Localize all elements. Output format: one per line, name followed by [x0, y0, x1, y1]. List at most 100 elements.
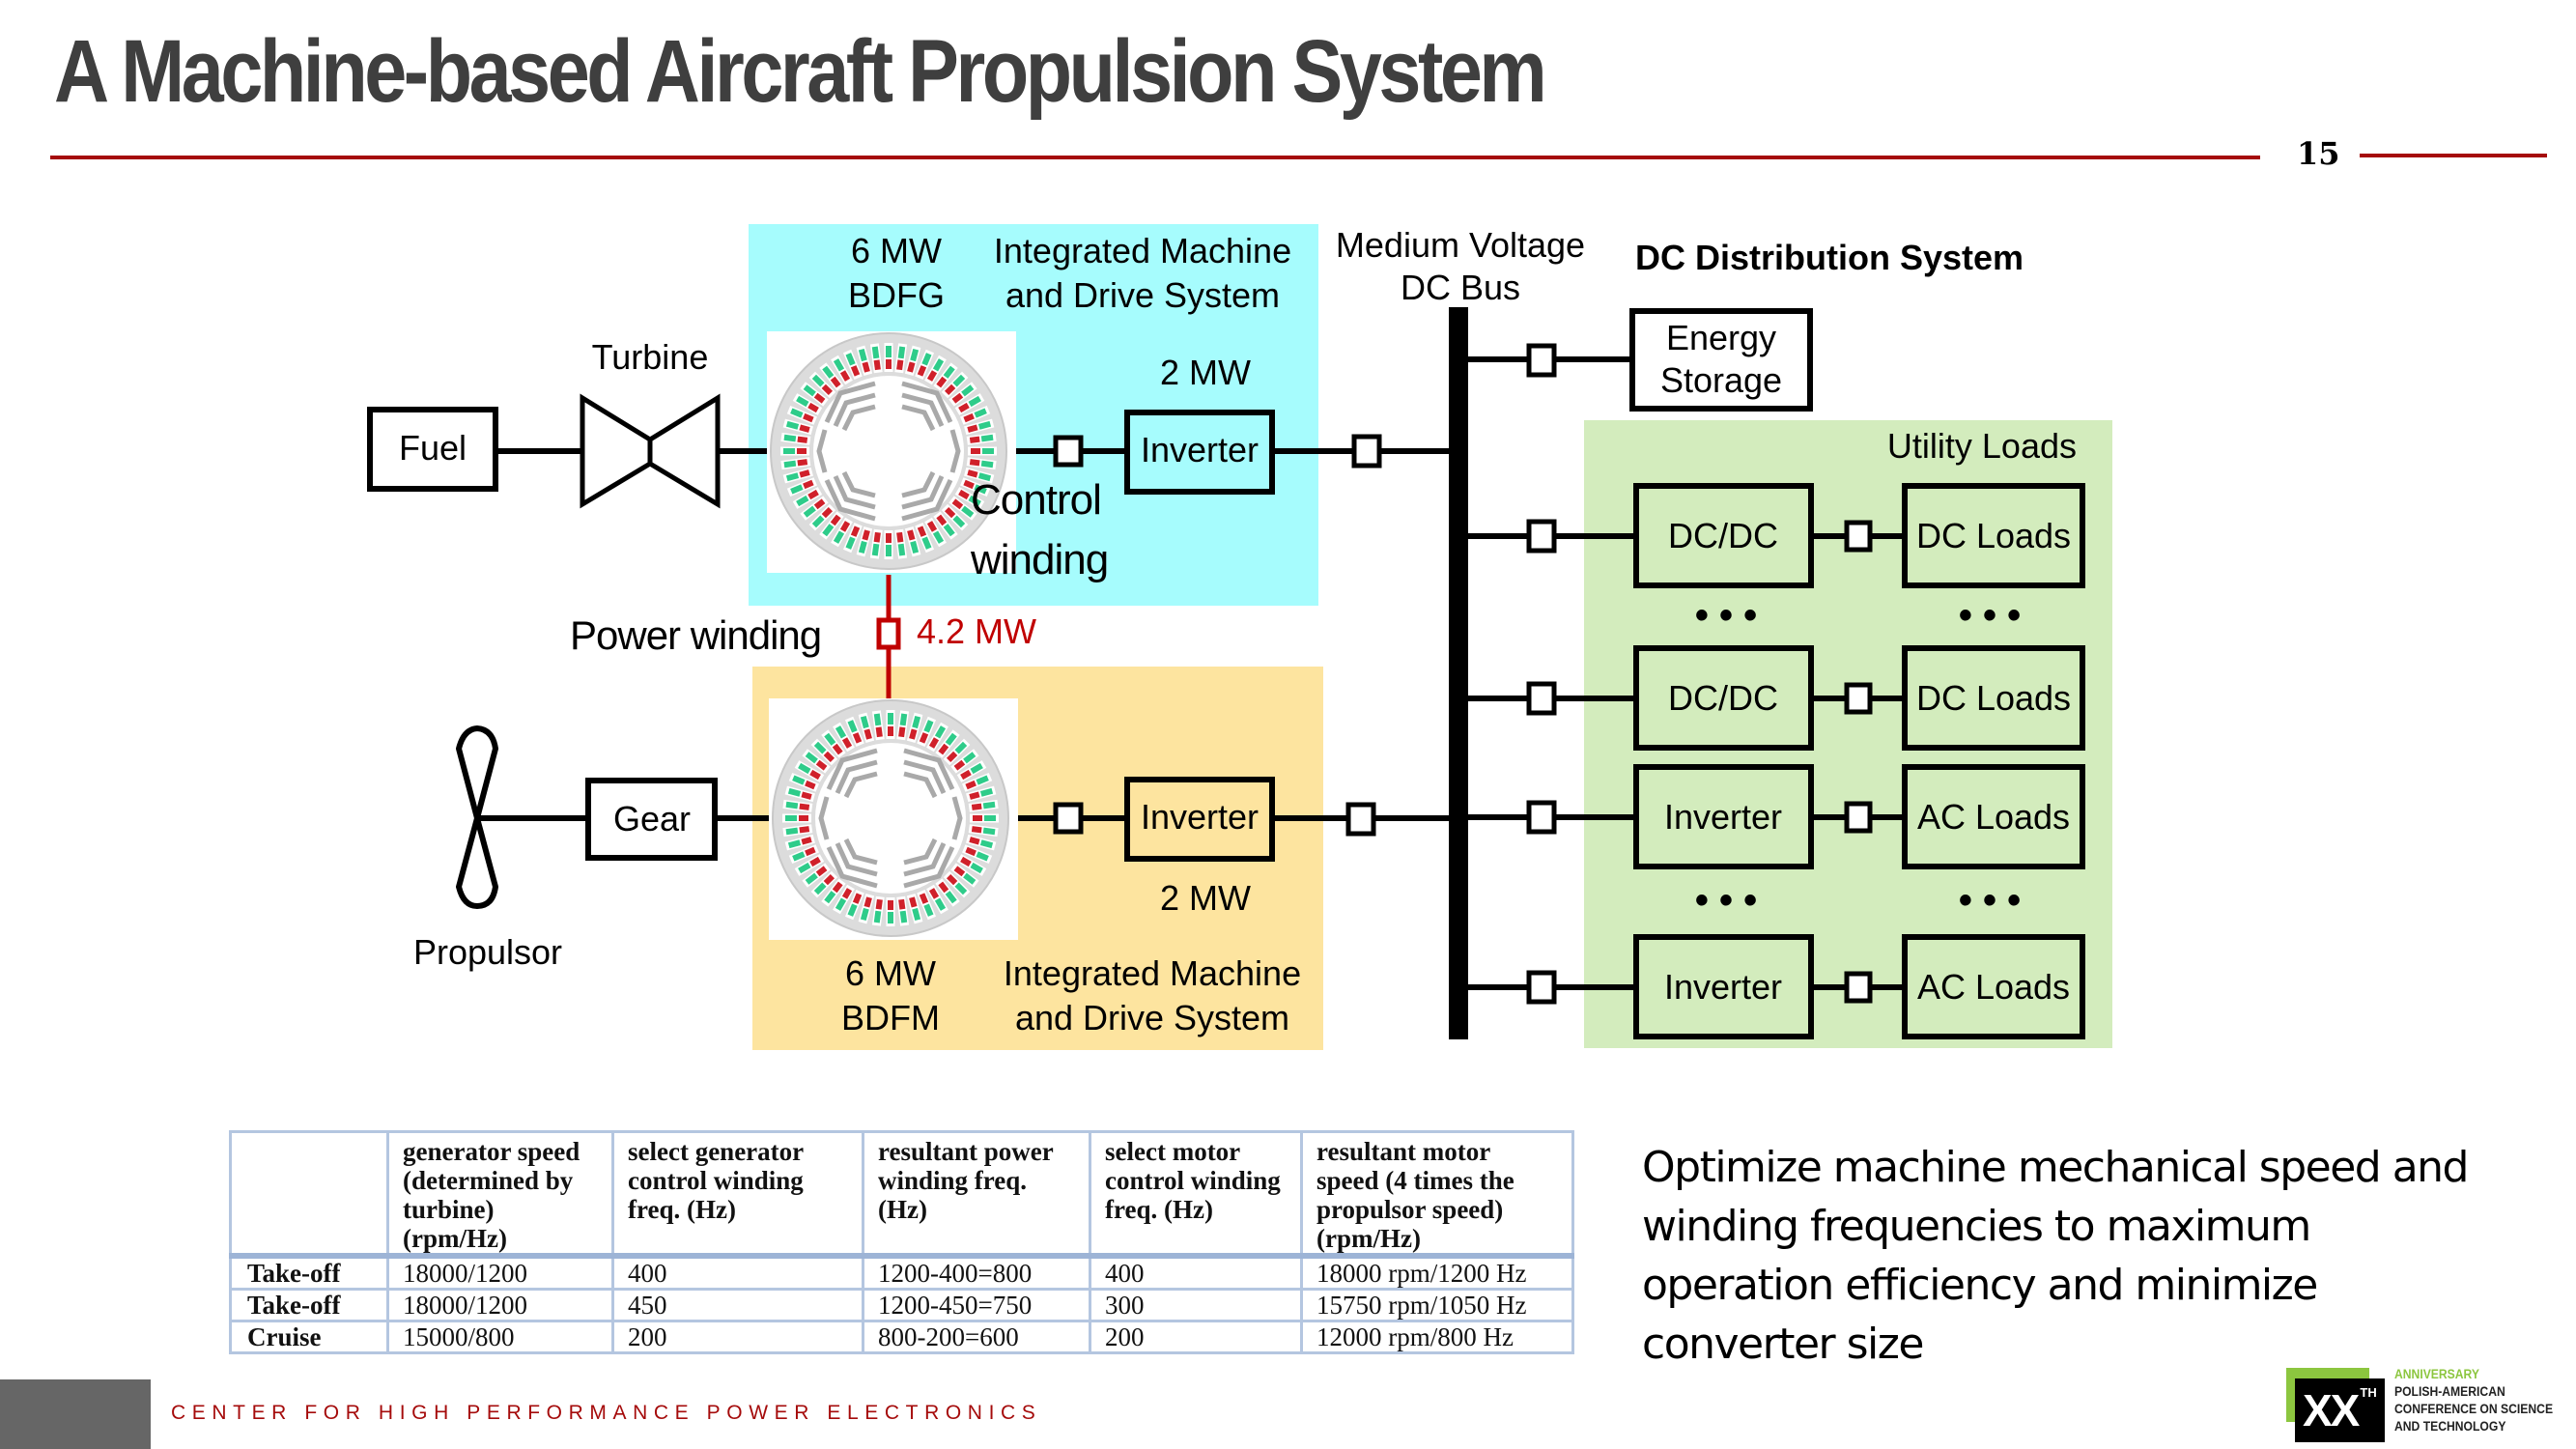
turbine-icon	[580, 393, 721, 509]
table-cell: Take-off	[229, 1288, 389, 1322]
table-header-cell: resultant power winding freq. (Hz)	[862, 1130, 1091, 1258]
propulsor-label: Propulsor	[413, 932, 562, 972]
table-row: Take-off 18000/1200 400 1200-400=800 400…	[229, 1254, 1574, 1291]
load-row: Inverter AC Loads	[1468, 934, 2085, 1039]
page-number: 15	[2297, 135, 2340, 172]
table-cell: 200	[1089, 1320, 1303, 1354]
energy-storage-label-1: Energy	[1666, 318, 1776, 357]
logo-mark-text: XX	[2303, 1385, 2360, 1435]
generator-stator-icon	[771, 333, 1006, 569]
power-winding-rating: 4.2 MW	[917, 611, 1036, 651]
logo-line-2: POLISH-AMERICAN	[2394, 1384, 2505, 1399]
ellipsis-converters-1: • • •	[1695, 594, 1757, 637]
load-breaker	[1844, 801, 1873, 834]
table-cell: 200	[611, 1320, 864, 1354]
table-cell: 1200-400=800	[862, 1254, 1091, 1291]
table-header-cell	[229, 1130, 389, 1258]
footer-organization: CENTER FOR HIGH PERFORMANCE POWER ELECTR…	[171, 1402, 1042, 1424]
propulsion-system-diagram: 6 MW BDFG Integrated Machine and Drive S…	[367, 224, 2112, 1050]
fuel-label: Fuel	[399, 428, 467, 468]
logo-line-3: CONFERENCE ON SCIENCE	[2394, 1402, 2554, 1416]
motor-system-label-1: Integrated Machine	[1004, 953, 1301, 993]
fuel-block	[367, 407, 498, 492]
table-cell: 12000 rpm/800 Hz	[1300, 1320, 1574, 1354]
table-cell: 18000 rpm/1200 Hz	[1300, 1254, 1574, 1291]
energy-storage-label-2: Storage	[1660, 360, 1782, 400]
logo-line-4: AND TECHNOLOGY	[2394, 1419, 2506, 1434]
table-header-cell: resultant motor speed (4 times the propu…	[1300, 1130, 1574, 1258]
utility-loads-title: Utility Loads	[1887, 426, 2077, 466]
motor-system-label-2: and Drive System	[1015, 998, 1289, 1037]
table-cell: Take-off	[229, 1254, 389, 1291]
converter-label: Inverter	[1664, 797, 1782, 837]
load-breaker	[1844, 520, 1873, 553]
motor-breaker	[1053, 802, 1084, 835]
operating-points-table: generator speed (determined by turbine) …	[229, 1130, 1574, 1354]
ellipsis-loads-1: • • •	[1959, 594, 2021, 637]
load-row: DC/DC DC Loads	[1468, 483, 2085, 588]
title-divider	[50, 156, 2260, 159]
slide-title: A Machine-based Aircraft Propulsion Syst…	[54, 22, 1547, 121]
motor-inverter-label: Inverter	[1141, 797, 1259, 837]
optimization-note: Optimize machine mechanical speed and wi…	[1642, 1143, 2470, 1369]
generator-breaker	[1053, 435, 1084, 468]
gear-label: Gear	[613, 799, 691, 838]
table-row: Take-off 18000/1200 450 1200-450=750 300…	[229, 1288, 1574, 1322]
generator-system-label-2: and Drive System	[1005, 275, 1280, 315]
control-winding-label-2: winding	[970, 536, 1108, 583]
generator-system-label-1: Integrated Machine	[994, 231, 1291, 270]
table-header-cell: select generator control winding freq. (…	[611, 1130, 864, 1258]
load-feeder-breaker	[1526, 519, 1557, 554]
load-block	[1902, 645, 2085, 751]
control-winding-label-1: Control	[971, 476, 1101, 524]
table-header-cell: generator speed (determined by turbine) …	[386, 1130, 614, 1258]
load-breaker	[1844, 682, 1873, 715]
table-cell: 400	[611, 1254, 864, 1291]
logo-text: ANNIVERSARY POLISH-AMERICAN CONFERENCE O…	[2394, 1366, 2553, 1435]
table-header-cell: select motor control winding freq. (Hz)	[1089, 1130, 1303, 1258]
load-label: DC Loads	[1916, 516, 2071, 555]
load-feeder-breaker	[1526, 970, 1557, 1005]
load-feeder-breaker	[1526, 800, 1557, 835]
load-block	[1902, 483, 2085, 588]
generator-rating: 6 MW	[851, 231, 942, 270]
generator-bus-breaker	[1351, 434, 1382, 469]
converter-label: Inverter	[1664, 967, 1782, 1007]
load-label: AC Loads	[1917, 967, 2070, 1007]
table-cell: 18000/1200	[386, 1254, 614, 1291]
table-cell: Cruise	[229, 1320, 389, 1354]
table-header-row: generator speed (determined by turbine) …	[229, 1130, 1574, 1258]
motor-inverter-rating: 2 MW	[1160, 878, 1251, 918]
utility-loads-region	[1584, 420, 2112, 1048]
table-cell: 450	[611, 1288, 864, 1322]
dc-bus-label-1: Medium Voltage	[1336, 225, 1585, 265]
table-cell: 400	[1089, 1254, 1303, 1291]
load-block	[1902, 934, 2085, 1039]
table-cell: 15000/800	[386, 1320, 614, 1354]
table-cell: 800-200=600	[862, 1320, 1091, 1354]
generator-inverter-label: Inverter	[1141, 430, 1259, 469]
load-feeder-breaker	[1526, 681, 1557, 716]
table-cell: 18000/1200	[386, 1288, 614, 1322]
power-winding-label: Power winding	[570, 612, 821, 658]
page-number-divider	[2360, 154, 2547, 157]
converter-label: DC/DC	[1668, 678, 1778, 718]
dc-distribution-title: DC Distribution System	[1635, 238, 2024, 277]
load-block	[1902, 764, 2085, 869]
load-label: AC Loads	[1917, 797, 2070, 837]
load-row: Inverter AC Loads	[1468, 764, 2085, 869]
converter-label: DC/DC	[1668, 516, 1778, 555]
turbine-label: Turbine	[592, 337, 709, 377]
ellipsis-converters-2: • • •	[1695, 879, 1757, 922]
table-cell: 300	[1089, 1288, 1303, 1322]
load-row: DC/DC DC Loads	[1468, 645, 2085, 751]
table-row: Cruise 15000/800 200 800-200=600 200 120…	[229, 1320, 1574, 1354]
motor-type: BDFM	[841, 998, 940, 1037]
propulsor-icon	[456, 725, 498, 909]
dc-bus-bar	[1449, 307, 1468, 1039]
dc-bus-label-2: DC Bus	[1401, 268, 1520, 307]
ellipsis-loads-2: • • •	[1959, 879, 2021, 922]
load-label: DC Loads	[1916, 678, 2071, 718]
